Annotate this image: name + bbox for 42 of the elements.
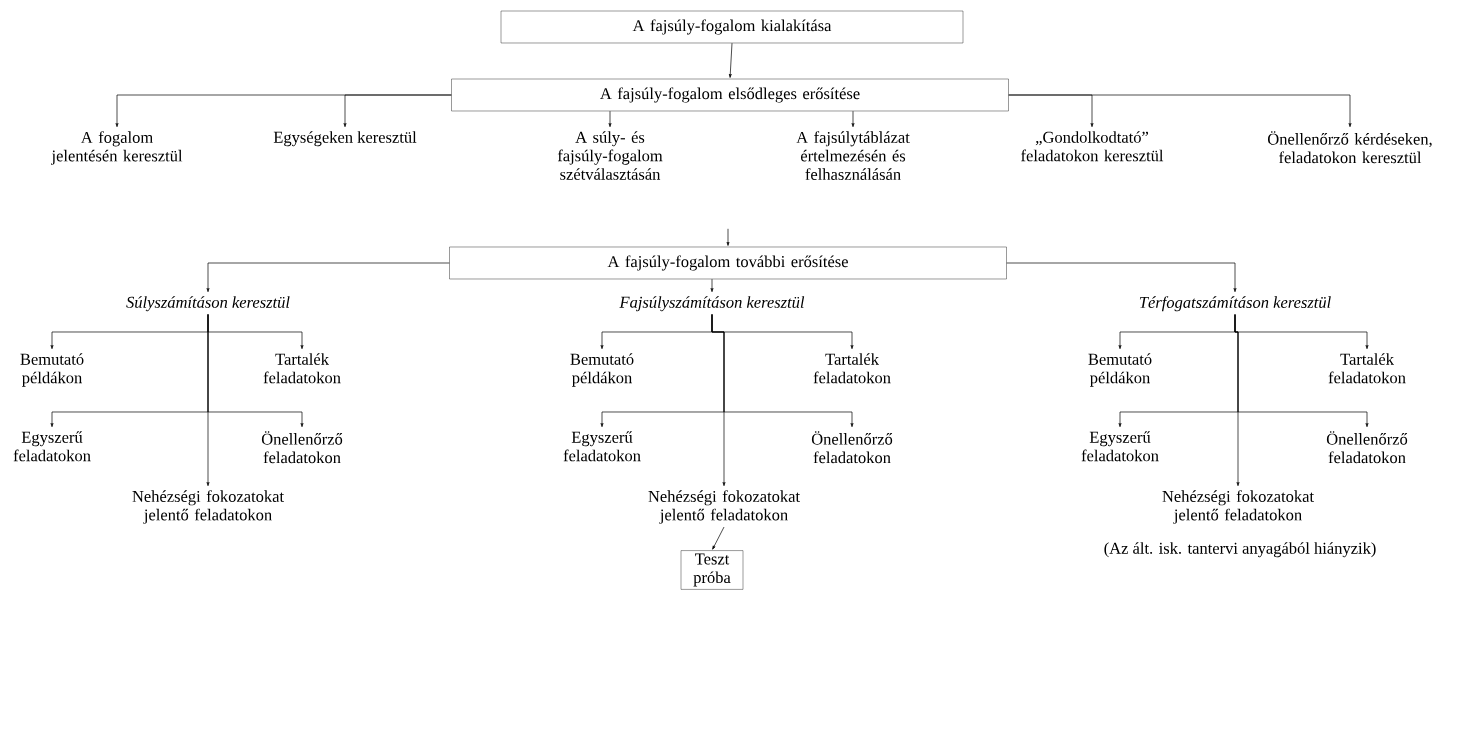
- arrow: [851, 110, 855, 128]
- process-box: Teszt próba: [680, 550, 744, 590]
- node-text: Önellenőrző feladatokon: [811, 431, 893, 464]
- arrow: [206, 262, 450, 293]
- arrow: [712, 526, 725, 550]
- node-text: A fajsúlytáblázat értelmezésén és felhasználásán: [796, 131, 910, 180]
- arrow: [1234, 314, 1240, 487]
- node-text: Bemutató példákon: [1088, 353, 1152, 387]
- process-box: A fajsúly-fogalom kialakítása: [500, 10, 964, 44]
- node-text: Nehézségi fokozatokat jelentő feladatokon: [132, 490, 284, 524]
- process-box: A fajsúly-fogalom további erősítése: [449, 246, 1007, 280]
- node-text: Nehézségi fokozatokat jelentő feladatokon: [1162, 490, 1314, 524]
- process-box: A fajsúly-fogalom elsődleges erősítése: [451, 78, 1009, 112]
- node-text: A súly- és fajsúly-fogalom szétválasztásán: [557, 131, 663, 180]
- branch-heading: Térfogatszámításon keresztül: [1139, 296, 1331, 312]
- node-text: Egységeken keresztül: [273, 131, 417, 147]
- node-text: Tartalék feladatokon: [1328, 353, 1406, 384]
- node-text: Önellenőrző feladatokon: [261, 431, 343, 464]
- arrow: [206, 314, 210, 487]
- arrow: [710, 278, 714, 293]
- node-text: „Gondolkodtató” feladatokon keresztül: [1021, 131, 1164, 162]
- arrow: [1006, 262, 1237, 293]
- arrow: [728, 42, 733, 78]
- arrow: [1008, 94, 1352, 128]
- node-text: Egyszerű feladatokon: [1081, 431, 1159, 462]
- note-text: (Az ált. isk. tantervi anyagából hiányzik): [1104, 542, 1376, 558]
- arrow: [608, 110, 612, 128]
- branch-heading: Súlyszámításon keresztül: [126, 296, 290, 312]
- node-text: A fogalom jelentésén keresztül: [51, 131, 183, 165]
- node-text: Önellenőrző kérdéseken, feladatokon keresztül: [1268, 131, 1432, 164]
- branch-heading: Fajsúlyszámításon keresztül: [619, 296, 805, 312]
- node-text: Bemutató példákon: [20, 353, 84, 387]
- node-text: Nehézségi fokozatokat jelentő feladatokon: [648, 490, 800, 524]
- node-text: Egyszerű feladatokon: [13, 431, 91, 462]
- node-text: Tartalék feladatokon: [813, 353, 891, 384]
- node-text: Bemutató példákon: [570, 353, 634, 387]
- node-text: Önellenőrző feladatokon: [1326, 431, 1408, 464]
- node-text: Egyszerű feladatokon: [563, 431, 641, 462]
- node-text: Tartalék feladatokon: [263, 353, 341, 384]
- arrow: [726, 228, 730, 246]
- arrow: [343, 94, 452, 128]
- arrow: [711, 314, 726, 487]
